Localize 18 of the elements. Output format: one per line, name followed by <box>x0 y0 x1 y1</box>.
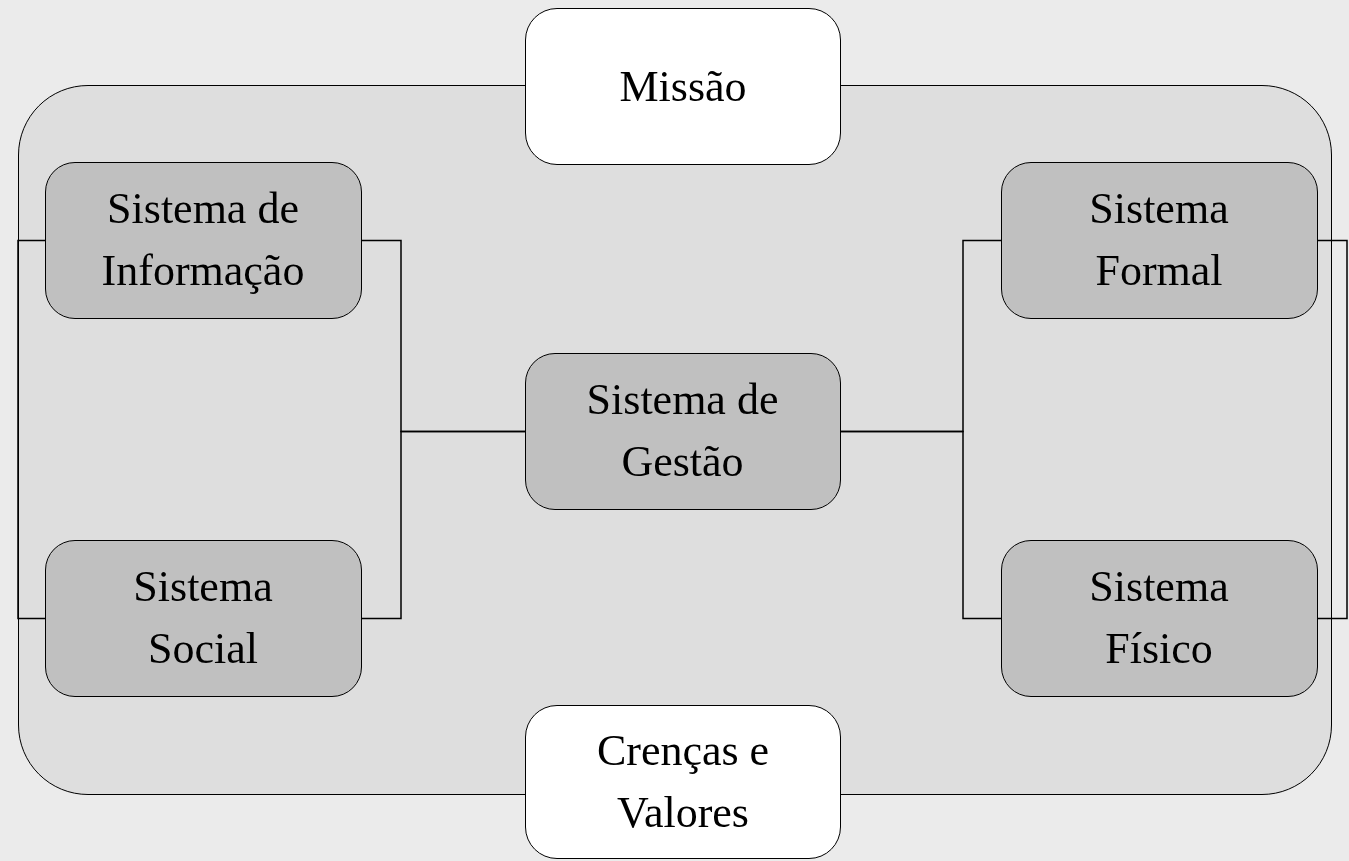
node-label: Sistema Formal <box>1088 183 1230 297</box>
rounded-box <box>525 8 841 165</box>
connector-line <box>1317 239 1348 620</box>
node-label: Crenças e Valores <box>595 725 771 839</box>
rounded-box <box>525 705 841 859</box>
connector-line <box>840 430 1002 620</box>
system-box <box>524 352 841 510</box>
system-box <box>1000 539 1318 697</box>
node-label: Sistema Social <box>132 561 274 675</box>
connector-line <box>17 239 46 620</box>
system-box <box>44 539 362 697</box>
system-box <box>1000 161 1318 319</box>
node-label: Missão <box>619 60 747 113</box>
node-label: Sistema Físico <box>1088 561 1230 675</box>
system-box <box>44 161 362 319</box>
connector-line <box>361 430 526 620</box>
node-label: Sistema de Gestão <box>585 374 780 488</box>
node-label: Sistema de Informação <box>100 183 306 297</box>
